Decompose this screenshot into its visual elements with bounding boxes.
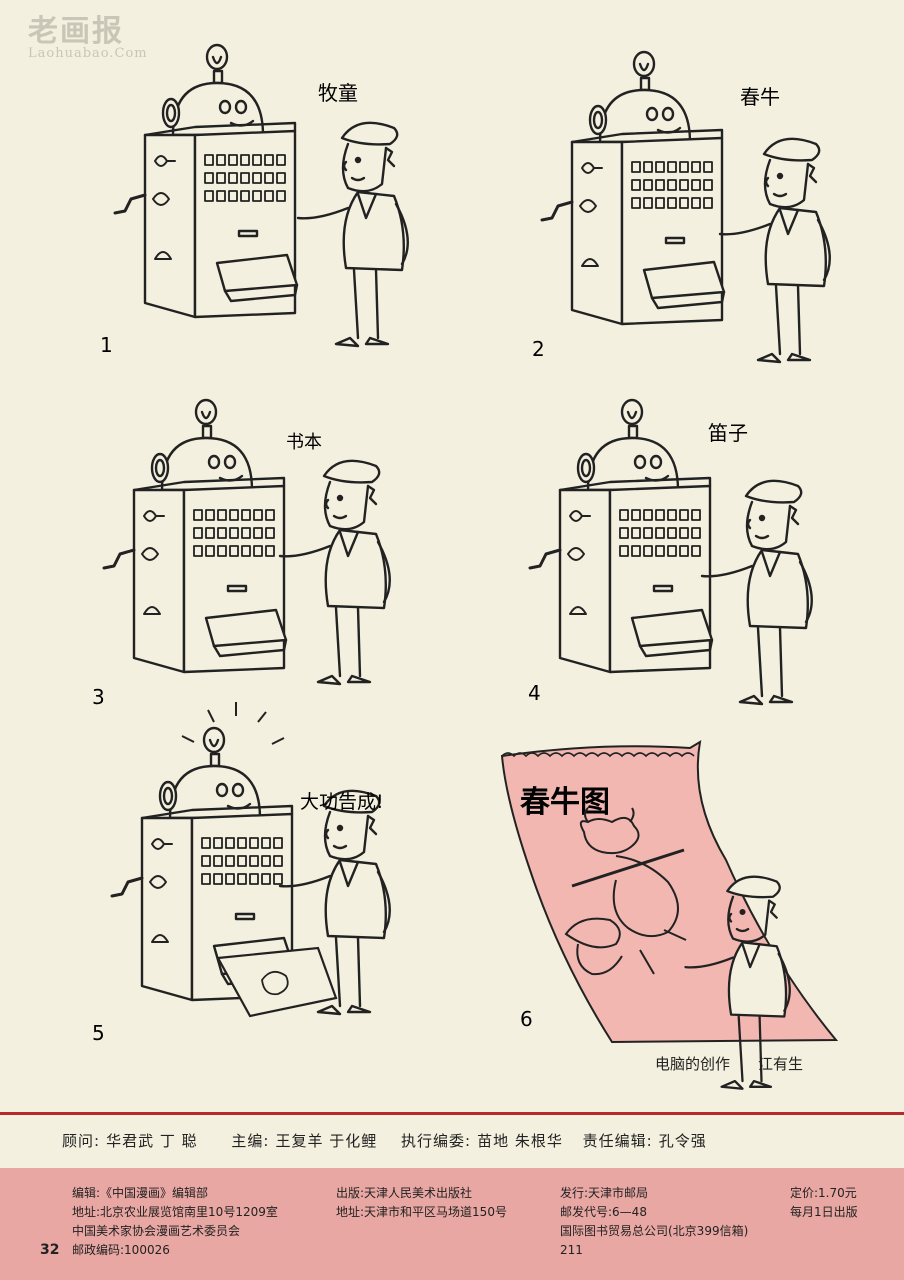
panel-5: 大功告成! 5: [92, 702, 391, 1045]
panel-2-number: 2: [532, 337, 545, 361]
adviser-names: 华君武 丁 聪: [106, 1132, 198, 1150]
panel-2: 春牛 2: [532, 50, 831, 364]
panel-6: 春牛图 6: [500, 740, 839, 1090]
panel-1-word: 牧童: [318, 81, 358, 105]
caption-title: 电脑的创作: [655, 1055, 731, 1073]
caption-author: 江有生: [758, 1055, 804, 1073]
pub-line: 211: [560, 1243, 583, 1257]
watermark-url: Laohuabao.Com: [28, 46, 148, 61]
pub-col-editorial: 编辑:《中国漫画》编辑部 地址:北京农业展览馆南里10号1209室 中国美术家协…: [72, 1184, 278, 1260]
pub-line: 编辑:《中国漫画》编辑部: [72, 1186, 209, 1200]
watermark-logo: 老画报: [28, 14, 124, 49]
output-paper: [216, 946, 338, 1018]
panel-3: 书本 3: [92, 398, 391, 709]
pub-line: 邮发代号:6—48: [560, 1205, 647, 1219]
pub-line: 地址:北京农业展览馆南里10号1209室: [72, 1205, 278, 1219]
pub-col-publisher: 出版:天津人民美术出版社 地址:天津市和平区马场道150号: [336, 1184, 507, 1222]
panel-3-word: 书本: [286, 432, 322, 453]
pub-line: 每月1日出版: [790, 1205, 858, 1219]
bulb-rays: [181, 702, 285, 745]
pub-line: 出版:天津人民美术出版社: [336, 1186, 473, 1200]
resp-names: 孔令强: [658, 1132, 707, 1150]
ox-drawing: [564, 807, 687, 976]
watermark: 老画报 Laohuabao.Com: [28, 6, 148, 61]
pub-col-distribution: 发行:天津市邮局 邮发代号:6—48 国际图书贸易总公司(北京399信箱) 21…: [560, 1184, 748, 1260]
editor-label: 主编:: [231, 1132, 270, 1150]
panel-2-word: 春牛: [740, 85, 780, 109]
panel-1: 牧童 1: [100, 43, 409, 357]
comic-strip: 牧童 1 春牛 2 书本 3 笛子 4 大功告成! 5 春牛图: [92, 43, 839, 1090]
pub-line: 发行:天津市邮局: [560, 1186, 649, 1200]
editor-names: 王复羊 于化鲤: [275, 1132, 378, 1150]
panel-1-number: 1: [100, 333, 113, 357]
pub-line: 国际图书贸易总公司(北京399信箱): [560, 1224, 749, 1238]
pub-line: 邮政编码:100026: [72, 1243, 170, 1257]
pub-line: 定价:1.70元: [790, 1186, 857, 1200]
adviser-label: 顾问:: [62, 1132, 101, 1150]
resp-label: 责任编辑:: [582, 1132, 653, 1150]
panel-5-number: 5: [92, 1021, 105, 1045]
exec-names: 苗地 朱根华: [477, 1132, 563, 1150]
panel-4-word: 笛子: [708, 421, 748, 445]
exec-label: 执行编委:: [401, 1132, 472, 1150]
publication-info: 编辑:《中国漫画》编辑部 地址:北京农业展览馆南里10号1209室 中国美术家协…: [0, 1168, 904, 1280]
pub-line: 地址:天津市和平区马场道150号: [336, 1205, 507, 1219]
panel-6-number: 6: [520, 1007, 533, 1031]
credits-line: 顾问: 华君武 丁 聪 主编: 王复羊 于化鲤 执行编委: 苗地 朱根华 责任编辑: 孔…: [62, 1130, 713, 1151]
page-number: 32: [40, 1242, 60, 1258]
panel-4: 笛子 4: [528, 398, 813, 706]
panel-5-word: 大功告成!: [300, 791, 384, 813]
pub-col-price: 定价:1.70元 每月1日出版: [790, 1184, 858, 1222]
poster-title: 春牛图: [520, 785, 610, 820]
pub-line: 中国美术家协会漫画艺术委员会: [72, 1224, 241, 1238]
panel-4-number: 4: [528, 681, 541, 705]
panel-3-number: 3: [92, 685, 105, 709]
caption: 电脑的创作 江有生: [655, 1053, 831, 1074]
footer-rule: [0, 1112, 904, 1115]
